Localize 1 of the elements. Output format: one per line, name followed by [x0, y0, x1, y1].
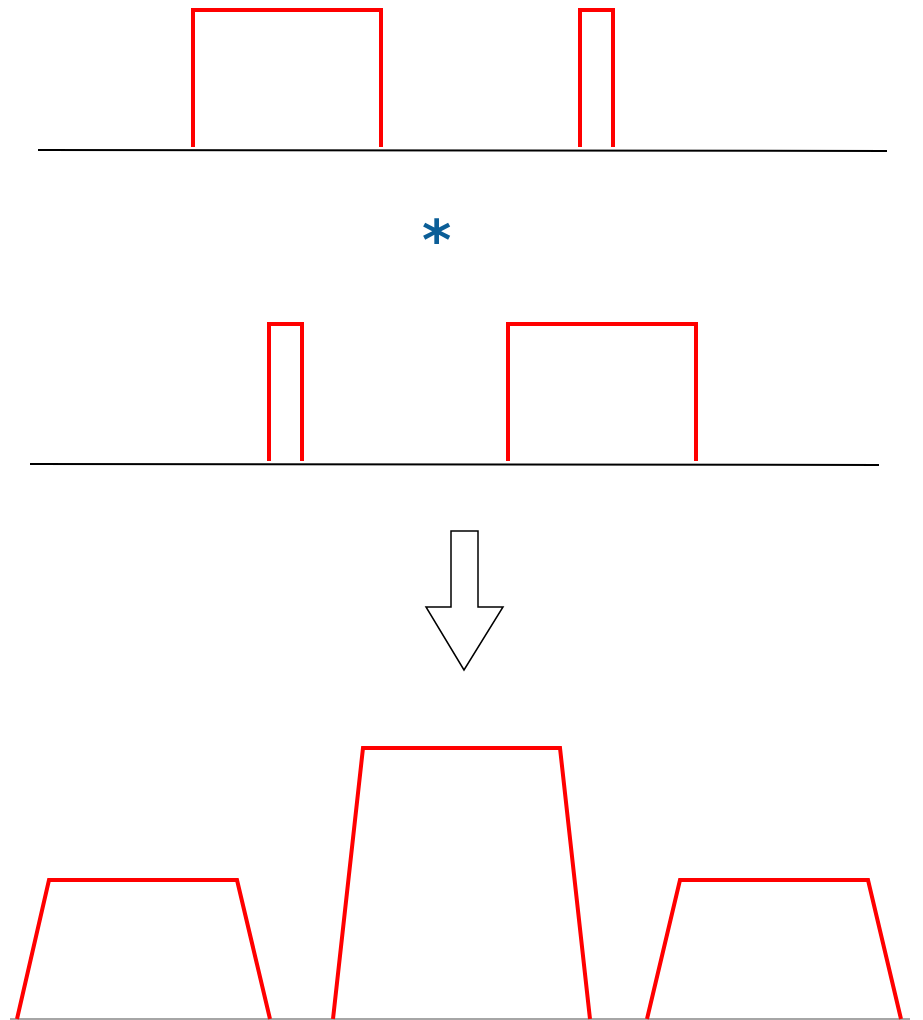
- convolution-operator: *: [422, 212, 452, 268]
